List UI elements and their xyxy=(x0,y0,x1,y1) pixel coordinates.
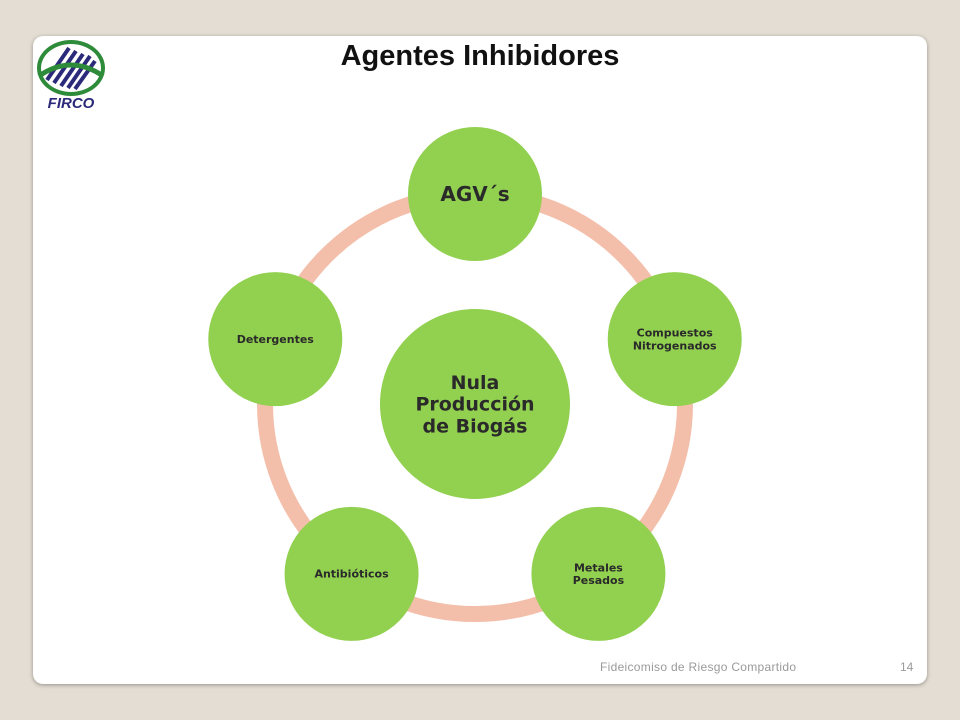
node-metales-label: Metales xyxy=(574,561,623,574)
page-number: 14 xyxy=(900,660,914,674)
firco-logo: FIRCO xyxy=(37,40,105,112)
center-node-circle xyxy=(380,309,570,499)
node-agvs-label: AGV´s xyxy=(440,182,509,206)
node-detergentes: Detergentes xyxy=(208,272,343,407)
node-agvs-circle xyxy=(408,127,542,261)
node-agvs: AGV´s xyxy=(408,127,542,261)
node-compuestos-label: Compuestos xyxy=(637,327,714,340)
node-compuestos-circle xyxy=(607,272,742,407)
svg-text:FIRCO: FIRCO xyxy=(48,95,95,112)
node-metales-circle xyxy=(531,506,666,641)
node-compuestos-label: Nitrogenados xyxy=(633,339,717,352)
node-detergentes-circle xyxy=(208,272,343,407)
footer-text: Fideicomiso de Riesgo Compartido xyxy=(600,660,797,674)
node-antibioticos-circle xyxy=(284,506,419,641)
center-node-label: Producción xyxy=(415,394,534,416)
node-metales-label: Pesados xyxy=(573,574,625,587)
slide-title: Agentes Inhibidores xyxy=(340,40,620,72)
center-node-label: de Biogás xyxy=(423,416,528,438)
node-antibioticos-label: Antibióticos xyxy=(314,568,389,581)
center-node-label: Nula xyxy=(451,372,500,394)
node-antibioticos: Antibióticos xyxy=(284,506,419,641)
node-detergentes-label: Detergentes xyxy=(237,333,315,346)
